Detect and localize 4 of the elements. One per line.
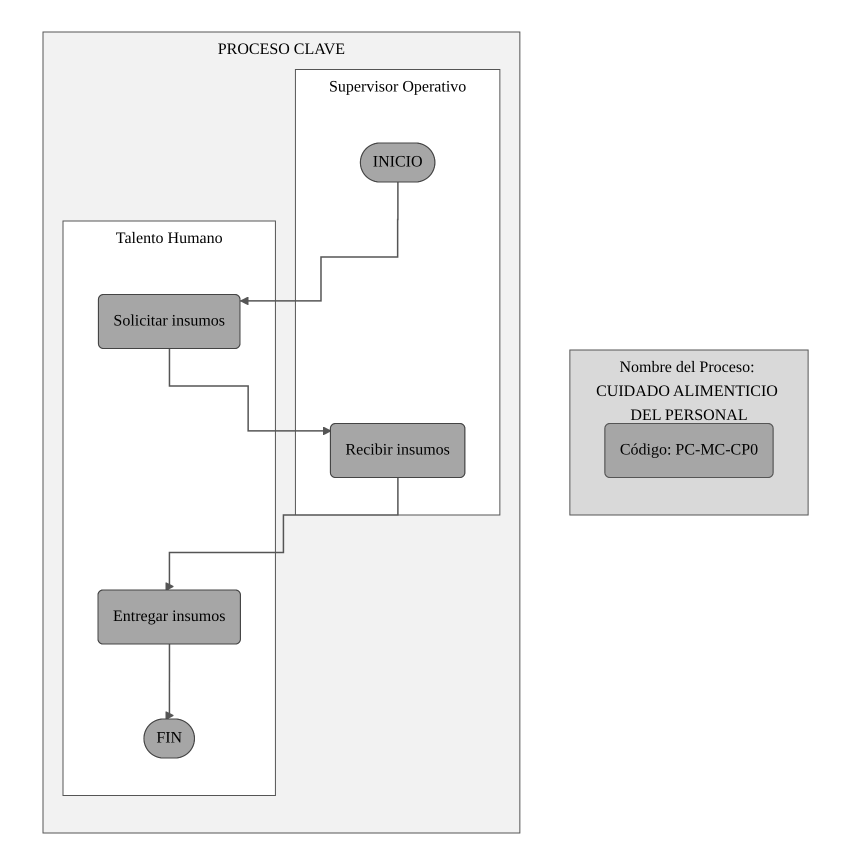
arrow: [240, 182, 400, 306]
arrow: [166, 644, 174, 720]
arrow: [166, 477, 400, 591]
arrow: [169, 348, 332, 436]
